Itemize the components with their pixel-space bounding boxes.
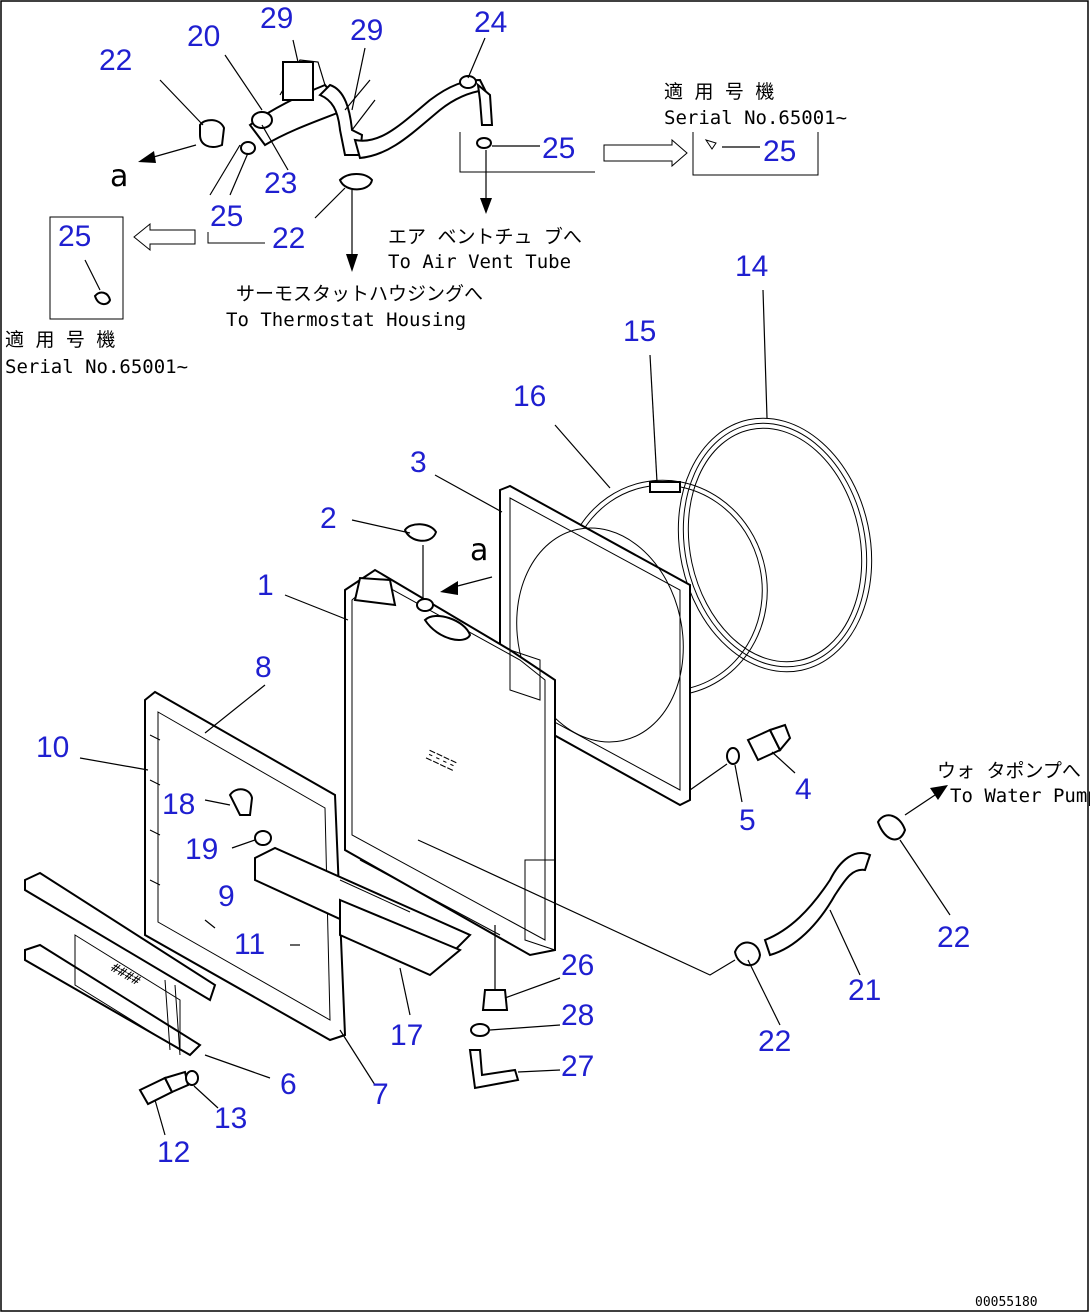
callout-20: 20: [187, 20, 220, 53]
callout-2: 2: [320, 502, 337, 535]
lower-guard: ####: [24, 871, 217, 1057]
callout-25d: 25: [763, 135, 796, 168]
callout-25a: 25: [210, 200, 243, 233]
callout-11: 11: [234, 928, 265, 961]
drawing-code: 00055180: [975, 1295, 1038, 1310]
air-vent-callout: [459, 132, 819, 214]
destination-notes: 適 用 号 機 Serial No.65001~ 適 用 号 機 Serial …: [5, 81, 1090, 807]
radiator-core: ΞΞΞΞ: [344, 568, 556, 957]
water-pump-jp: ウォ タポンプへ: [937, 760, 1081, 782]
callout-22b: 22: [272, 222, 305, 255]
callout-7: 7: [372, 1078, 389, 1111]
callout-28: 28: [561, 999, 594, 1032]
callout-16: 16: [513, 380, 546, 413]
callout-19: 19: [185, 833, 218, 866]
callout-8: 8: [255, 651, 272, 684]
ref-a-top: a: [110, 159, 128, 194]
callout-21: 21: [848, 974, 881, 1007]
air-vent-en: To Air Vent Tube: [388, 251, 571, 273]
serial-top-en: Serial No.65001~: [664, 107, 847, 129]
callout-22a: 22: [99, 44, 132, 77]
svg-text:####: ####: [108, 960, 143, 989]
top-hose-assembly: [199, 59, 494, 191]
callout-24: 24: [474, 6, 507, 39]
thermostat-en: To Thermostat Housing: [226, 309, 466, 331]
top-leaders: [159, 37, 540, 219]
callout-22d: 22: [937, 921, 970, 954]
drain-assembly: [468, 989, 520, 1090]
callout-5: 5: [739, 804, 756, 837]
callout-26: 26: [561, 949, 594, 982]
left-serial-box: [49, 216, 265, 320]
air-vent-jp: エア ベントチュ ブへ: [388, 225, 582, 248]
callout-6: 6: [280, 1068, 297, 1101]
callout-23: 23: [264, 167, 297, 200]
callout-13: 13: [214, 1102, 247, 1135]
water-pump-en: To Water Pump: [950, 785, 1090, 807]
callout-18: 18: [162, 788, 195, 821]
callout-3: 3: [410, 446, 427, 479]
callout-22c: 22: [758, 1025, 791, 1058]
callout-29a: 29: [260, 2, 293, 35]
ref-a-center: a: [470, 533, 488, 568]
serial-left-jp: 適 用 号 機: [5, 329, 115, 351]
callout-15: 15: [623, 315, 656, 348]
bolt-and-washer: [726, 723, 792, 765]
callout-labels: 29 29 20 24 22 23 25 22 25 25 25 14 15 1…: [36, 2, 970, 1169]
lower-hose: [733, 814, 907, 967]
callout-29b: 29: [350, 14, 383, 47]
callout-1: 1: [257, 569, 274, 602]
serial-top-jp: 適 用 号 機: [664, 81, 774, 103]
callout-17: 17: [390, 1019, 423, 1052]
callout-12: 12: [157, 1136, 190, 1169]
callout-14: 14: [735, 250, 768, 283]
thermostat-jp: サーモスタットハウジングへ: [236, 283, 483, 305]
callout-25c: 25: [542, 132, 575, 165]
callout-4: 4: [795, 773, 812, 806]
front-frame: [144, 690, 347, 1042]
callout-9: 9: [218, 880, 235, 913]
callout-10: 10: [36, 731, 69, 764]
serial-left-en: Serial No.65001~: [5, 356, 188, 378]
baffle-plates: [254, 846, 472, 977]
callout-25b: 25: [58, 220, 91, 253]
callout-27: 27: [561, 1050, 594, 1083]
